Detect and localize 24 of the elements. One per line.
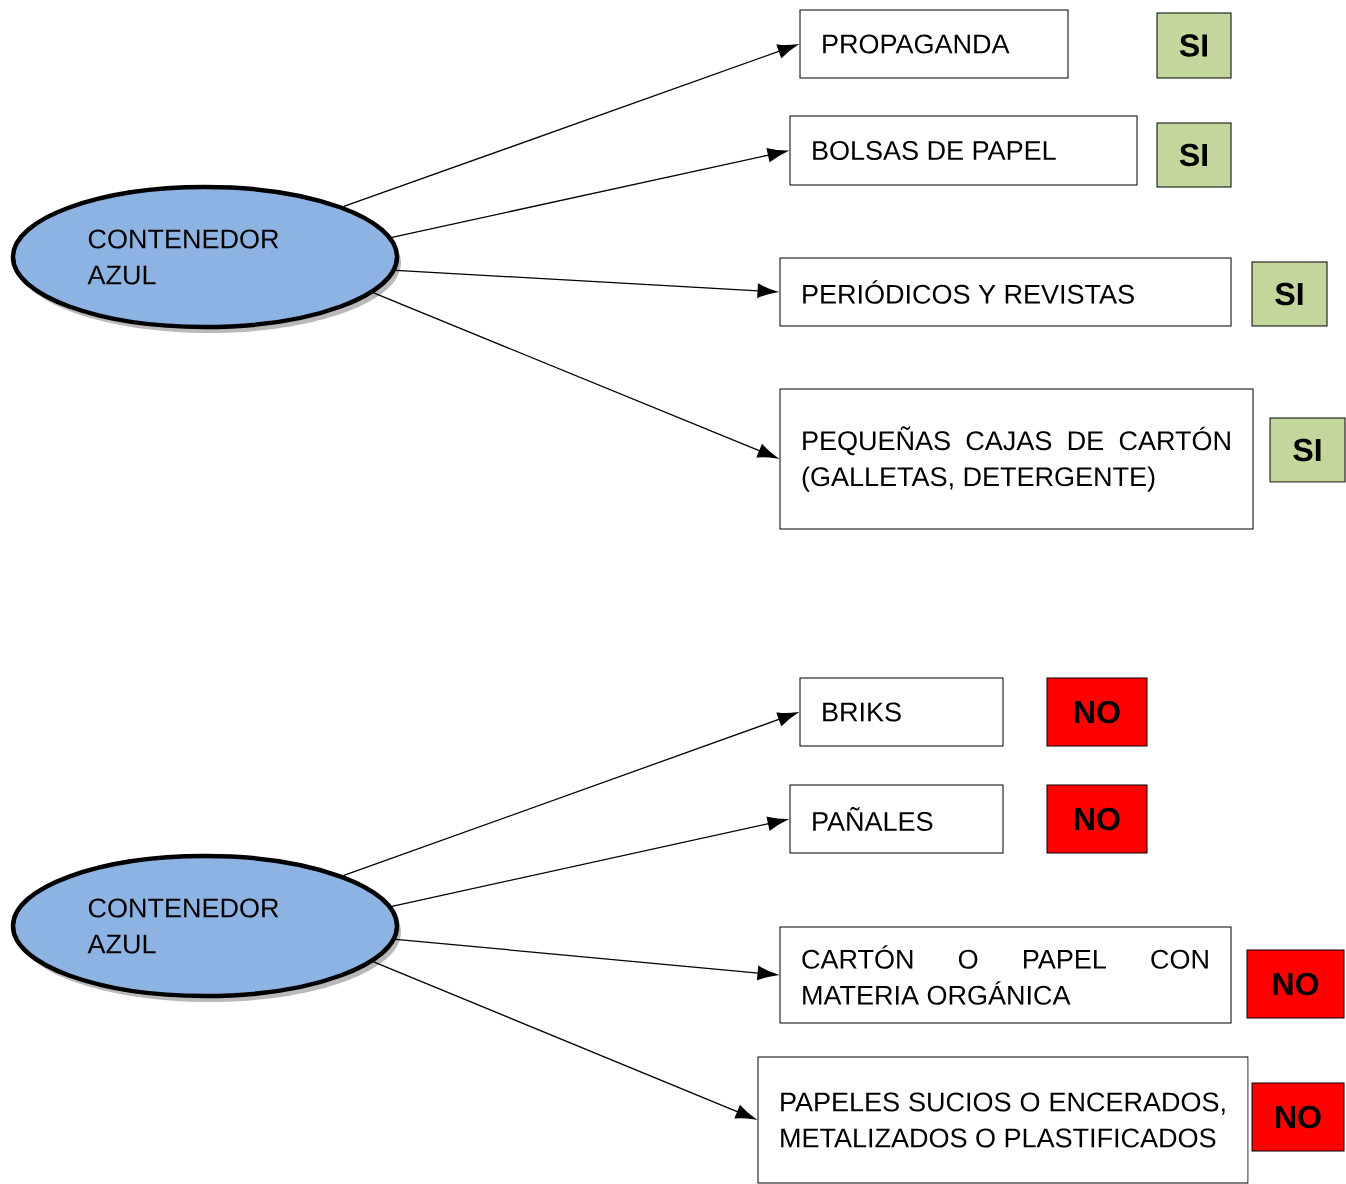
arrow xyxy=(373,292,778,459)
item-box: PERIÓDICOS Y REVISTAS xyxy=(779,257,1232,327)
arrow xyxy=(343,44,798,208)
arrow xyxy=(373,961,756,1120)
item-box: BOLSAS DE PAPEL xyxy=(789,115,1138,186)
arrow xyxy=(391,148,788,238)
item-box: BRIKS xyxy=(799,677,1004,747)
item-box: PAPELES SUCIOS O ENCERADOS, METALIZADOS O PLASTIFICADOS xyxy=(757,1056,1249,1184)
arrow xyxy=(395,938,778,981)
no-badge: NO xyxy=(1251,1082,1345,1152)
item-box: CARTÓN O PAPEL CON MATERIA ORGÁNICA xyxy=(779,926,1232,1024)
arrow xyxy=(391,816,788,907)
yes-badge: SI xyxy=(1269,417,1346,483)
arrow xyxy=(395,269,778,298)
yes-badge: SI xyxy=(1251,261,1328,327)
no-badge: NO xyxy=(1046,784,1148,854)
yes-badge: SI xyxy=(1156,122,1232,188)
item-box: PEQUEÑAS CAJAS DE CARTÓN (GALLETAS, DETERGENTE) xyxy=(779,388,1254,530)
item-box: PROPAGANDA xyxy=(799,9,1069,79)
no-badge: NO xyxy=(1046,677,1148,747)
yes-badge: SI xyxy=(1156,12,1232,79)
no-badge: NO xyxy=(1246,949,1345,1019)
arrow xyxy=(343,712,798,877)
item-box: PAÑALES xyxy=(789,784,1004,854)
